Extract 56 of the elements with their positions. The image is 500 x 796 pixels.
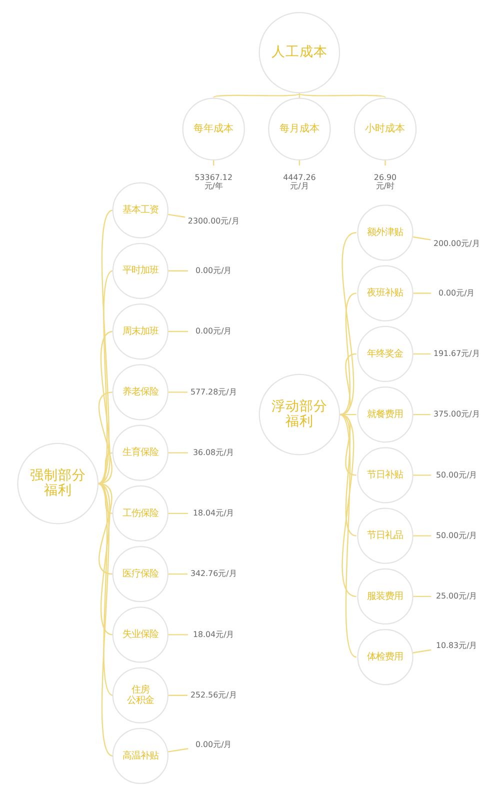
node-circle: 额外津贴	[357, 204, 414, 261]
connector	[168, 573, 188, 575]
connector	[168, 694, 188, 696]
connector	[412, 414, 431, 416]
node-circle: 节日礼品	[357, 508, 414, 564]
node-circle: 养老保险	[112, 364, 168, 420]
connector	[412, 236, 431, 240]
connector	[98, 330, 114, 484]
node-circle: 基本工资	[112, 182, 168, 238]
node-circle: 生育保险	[112, 424, 168, 481]
node-circle: 服装费用	[357, 568, 414, 625]
node-circle: 每月成本	[268, 98, 331, 160]
node-circle: 夜班补贴	[357, 265, 414, 322]
node-circle: 每年成本	[182, 98, 245, 160]
connector	[339, 414, 357, 598]
node-circle: 就餐费用	[357, 386, 414, 443]
node-circle: 工伤保险	[112, 485, 168, 542]
node-circle: 医疗保险	[112, 546, 168, 602]
connector	[412, 649, 432, 654]
connector	[168, 330, 188, 332]
connector	[98, 483, 114, 636]
connector	[168, 214, 186, 218]
node-circle: 住房公积金	[112, 667, 168, 724]
connector	[98, 483, 114, 756]
node-circle: 小时成本	[354, 98, 417, 160]
connector	[168, 270, 188, 272]
connector	[168, 634, 188, 636]
connector	[339, 414, 357, 658]
connector	[98, 483, 114, 696]
connector	[412, 535, 432, 536]
connector	[339, 353, 356, 416]
connector	[98, 210, 114, 484]
node-circle: 平时加班	[112, 242, 168, 299]
node-circle: 年终奖金	[357, 326, 414, 382]
connector	[339, 292, 357, 416]
connector	[412, 596, 432, 598]
node-circle: 失业保险	[112, 606, 168, 663]
connector	[168, 392, 188, 393]
connector	[98, 392, 113, 484]
connector	[412, 292, 432, 294]
node-circle: 高温补贴	[112, 728, 168, 784]
connector	[339, 232, 357, 416]
connector	[412, 474, 432, 476]
connector	[168, 452, 188, 454]
connector	[384, 160, 386, 166]
node-circle: 浮动部分福利	[258, 374, 340, 456]
connector	[412, 353, 431, 355]
node-circle: 人工成本	[258, 12, 340, 94]
connector	[98, 270, 114, 484]
node-circle: 强制部分福利	[17, 442, 99, 524]
connector	[168, 512, 188, 514]
node-circle: 节日补贴	[357, 447, 414, 504]
connector	[168, 748, 188, 752]
connector	[98, 483, 113, 575]
node-circle: 体检费用	[357, 629, 414, 686]
node-circle: 周末加班	[112, 303, 168, 360]
